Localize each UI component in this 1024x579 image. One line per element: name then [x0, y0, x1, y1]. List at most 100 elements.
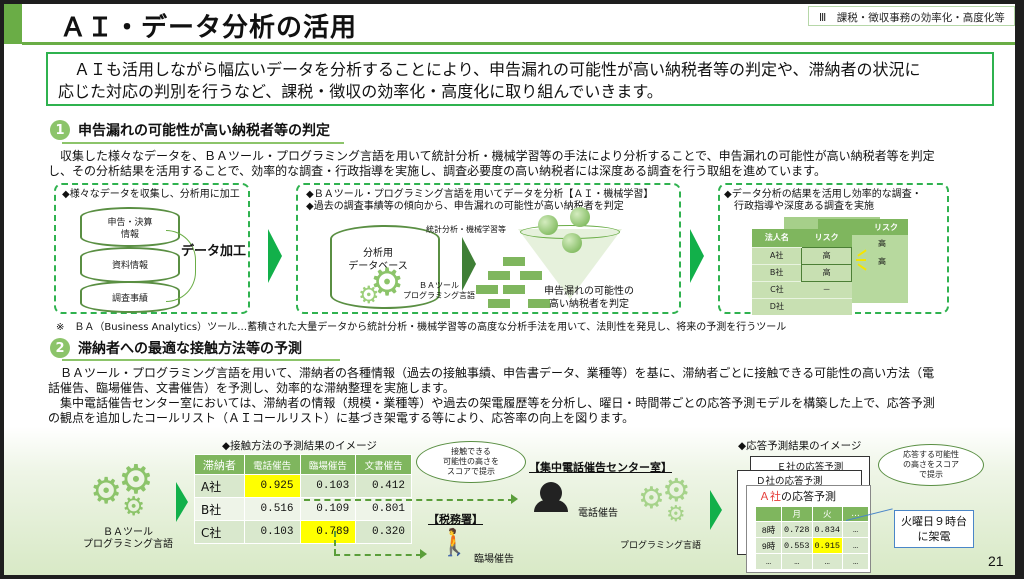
debtor-cell: A社	[194, 474, 245, 498]
company-cell: B社	[752, 263, 802, 281]
contact-method-table: 滞納者 電話催告 臨場催告 文書催告 A社 0.925 0.103 0.412 …	[194, 454, 412, 544]
table-row: B社高	[752, 263, 852, 282]
section-1-underline	[62, 142, 344, 144]
tree-node	[488, 299, 510, 308]
callout-line: 火曜日９時台	[901, 515, 967, 528]
sphere-icon	[562, 233, 582, 253]
card-title-suffix: の応答予測	[781, 490, 836, 503]
highlight-mark-icon	[856, 259, 866, 261]
column-header: 電話催告	[243, 454, 301, 475]
risk-table: 法人名 リスク A社高 B社高 C社－ D社	[752, 229, 852, 315]
data-layer-audit: 調査事績	[80, 281, 180, 313]
tree-node	[503, 257, 525, 266]
risk-cell	[801, 297, 852, 315]
body-line: し、その分析結果を活用することで、効率的な調査・行政指導を実施し、調査必要度の高…	[48, 164, 826, 178]
data-layer-filing: 申告・決算 情報	[80, 207, 180, 247]
flow-arrow-icon	[690, 229, 704, 283]
database-label: 分析用 データベース	[348, 248, 408, 272]
section-1-heading: 1 申告漏れの可能性が高い納税者等の判定	[50, 120, 330, 140]
letter-score-cell: 0.320	[355, 520, 412, 544]
hour-cell: …	[755, 553, 782, 570]
table-row: C社－	[752, 280, 852, 298]
section-2-title: 滞納者への最適な接触方法等の予測	[78, 341, 302, 357]
section-2-underline	[62, 359, 340, 361]
column-header: 月	[781, 506, 813, 522]
body-line: 集中電話催告センター室においては、滞納者の情報（規模・業種等）や過去の架電履歴等…	[48, 396, 935, 410]
tax-office-label: 【税務署】	[428, 513, 483, 526]
data-layer-materials: 資料情報	[80, 247, 180, 283]
tool-label: ＢＡツール プログラミング言語	[403, 281, 475, 300]
gear-icon: ⚙	[90, 471, 123, 512]
ba-tool-label: ＢＡツール プログラミング言語	[83, 527, 173, 550]
column-header	[755, 506, 782, 522]
data-processing-label: データ加工	[181, 244, 247, 259]
box-heading-2: 行政指導や深度ある調査を実施	[724, 201, 874, 212]
card-title: Ｄ社の応答予測	[756, 476, 823, 487]
database-cylinder-icon	[330, 225, 440, 309]
flow-arrow-icon	[710, 490, 722, 530]
result-label-line: 申告漏れの可能性の	[544, 286, 634, 297]
table-row: A社 0.925 0.103 0.412	[194, 474, 412, 498]
company-name: Ａ社	[759, 490, 781, 503]
gear-icon: ⚙	[118, 457, 154, 503]
body-line: 収集した様々なデータを、ＢＡツール・プログラミング言語を用いて統計分析・機械学習…	[48, 149, 935, 163]
score-cell: …	[781, 553, 813, 570]
tree-node	[476, 285, 498, 294]
sphere-icon	[538, 215, 558, 235]
section-2-body: ＢＡツール・プログラミング言語を用いて、滞納者の各種情報（過去の接触事績、申告書…	[48, 366, 1008, 426]
card-title: Ａ社の応答予測	[747, 486, 870, 504]
result-label-line: 高い納税者を判定	[549, 299, 629, 310]
method-label: 統計分析・機械学習等	[426, 225, 506, 234]
tree-node	[528, 299, 550, 308]
table-row: C社 0.103 0.789 0.320	[194, 520, 412, 544]
visit-connector-vertical	[334, 531, 336, 555]
box-bullet-1: ◆ＢＡツール・プログラミング言語を用いてデータを分析【ＡＩ・機械学習】	[306, 189, 654, 200]
summary-box: ＡＩも活用しながら幅広いデータを分析することにより、申告漏れの可能性が高い納税者…	[46, 52, 994, 106]
section-2-heading: 2 滞納者への最適な接触方法等の予測	[50, 338, 302, 358]
back-value: 高	[878, 257, 886, 266]
table-row: A社高	[752, 246, 852, 265]
column-header: 滞納者	[194, 454, 245, 475]
programming-language-label: プログラミング言語	[620, 541, 702, 551]
gear-icon: ⚙	[666, 502, 686, 527]
walking-person-icon: 🚶	[438, 528, 471, 558]
score-cell: …	[842, 521, 870, 538]
column-header: 臨場催告	[299, 454, 357, 475]
gear-icon: ⚙	[638, 481, 665, 516]
score-cell: …	[811, 553, 844, 570]
table-row: D社	[752, 297, 852, 315]
risk-cell: －	[801, 280, 852, 298]
visit-score-cell: 0.789	[299, 520, 357, 544]
section-1-body: 収集した様々なデータを、ＢＡツール・プログラミング言語を用いて統計分析・機械学習…	[48, 149, 1008, 179]
visit-connector	[334, 554, 422, 556]
visit-score-cell: 0.109	[299, 497, 357, 521]
phone-score-cell: 0.516	[243, 497, 301, 521]
column-header: 文書催告	[355, 454, 412, 475]
summary-line-2: 応じた対応の判別を行うなど、課税・徴収の効率化・高度化に取り組んでいきます。	[58, 82, 663, 101]
title-accent-bar	[4, 4, 22, 44]
table-row: 9時 0.553 0.915 …	[755, 537, 870, 554]
contact-table-title: ◆接触方法の予測結果のイメージ	[222, 440, 377, 452]
score-cell: 0.728	[781, 521, 813, 538]
column-header: 法人名	[752, 229, 802, 247]
arrowhead-icon	[420, 549, 427, 559]
operator-icon	[540, 482, 562, 504]
flow-arrow-icon	[176, 482, 188, 522]
response-card-a: Ａ社の応答予測 月 火 … 8時 0.728 0.834 … 9時	[746, 485, 871, 573]
table-row: 8時 0.728 0.834 …	[755, 521, 870, 538]
audit-box: ◆データ分析の結果を活用し効率的な調査・ 行政指導や深度ある調査を実施 リスク …	[718, 183, 949, 315]
summary-line-1: ＡＩも活用しながら幅広いデータを分析することにより、申告漏れの可能性が高い納税者…	[58, 60, 921, 79]
debtor-cell: C社	[194, 520, 245, 544]
company-cell: C社	[752, 280, 802, 298]
back-value: 高	[878, 239, 886, 248]
column-header: リスク	[801, 229, 852, 247]
table-row: B社 0.516 0.109 0.801	[194, 497, 412, 521]
column-header: 火	[811, 506, 844, 522]
title-underline	[22, 42, 1015, 45]
callout-line: に架電	[917, 530, 951, 543]
process-arrow-icon	[462, 237, 476, 291]
company-cell: D社	[752, 297, 802, 315]
hour-cell: 9時	[755, 537, 782, 554]
gear-icon: ⚙	[358, 281, 380, 309]
data-collection-box: ◆様々なデータを収集し、分析用に加工 申告・決算 情報 資料情報 調査事績 デー…	[54, 183, 250, 314]
